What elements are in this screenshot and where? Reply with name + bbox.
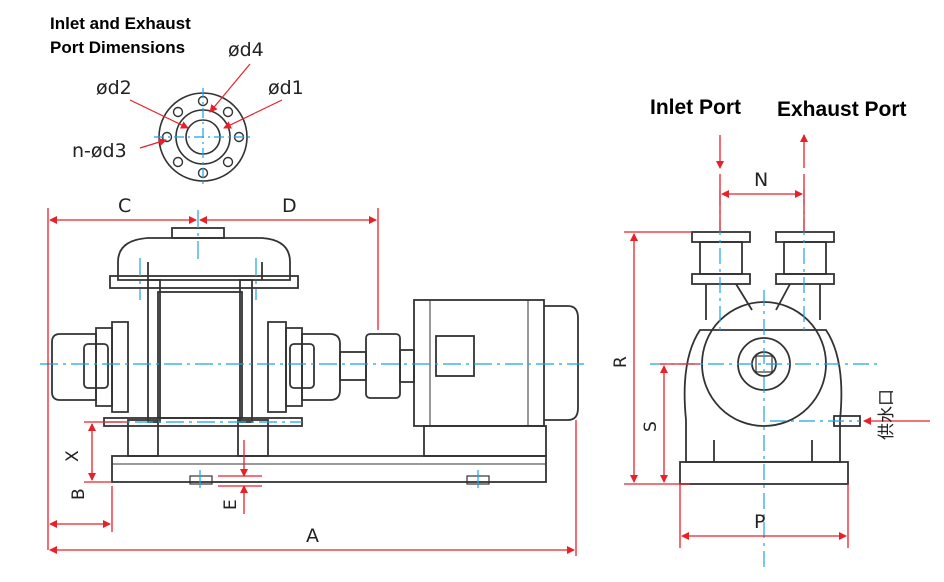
- side-view: [679, 231, 861, 485]
- dim-D: D: [282, 195, 297, 217]
- dim-A: A: [306, 525, 319, 547]
- dim-C: C: [118, 195, 131, 217]
- front-view: [51, 227, 579, 485]
- exhaust-port-title: Exhaust Port: [777, 98, 907, 121]
- front-dimensions: [47, 208, 577, 556]
- label-d3: n-ød3: [72, 140, 127, 162]
- front-centerlines: [40, 210, 584, 490]
- flange-title: Inlet and Exhaust Port Dimensions: [50, 12, 191, 60]
- dim-S: S: [641, 421, 661, 432]
- dim-X: X: [63, 450, 83, 462]
- label-d2: ød2: [96, 77, 132, 99]
- water-supply-label: 供水口: [877, 389, 897, 440]
- flange-centerlines: [154, 88, 252, 186]
- flange-leaders: [129, 63, 283, 149]
- label-d4: ød4: [228, 39, 264, 61]
- dim-E: E: [221, 499, 241, 510]
- inlet-port-title: Inlet Port: [650, 96, 742, 119]
- flange-title-line2: Port Dimensions: [50, 38, 186, 57]
- dim-N: N: [754, 169, 768, 191]
- dim-B: B: [69, 488, 89, 500]
- dim-R: R: [611, 356, 631, 368]
- flange-title-line1: Inlet and Exhaust: [50, 14, 191, 33]
- label-d1: ød1: [268, 77, 304, 99]
- dim-P: P: [754, 511, 765, 533]
- side-dimensions: [624, 134, 930, 548]
